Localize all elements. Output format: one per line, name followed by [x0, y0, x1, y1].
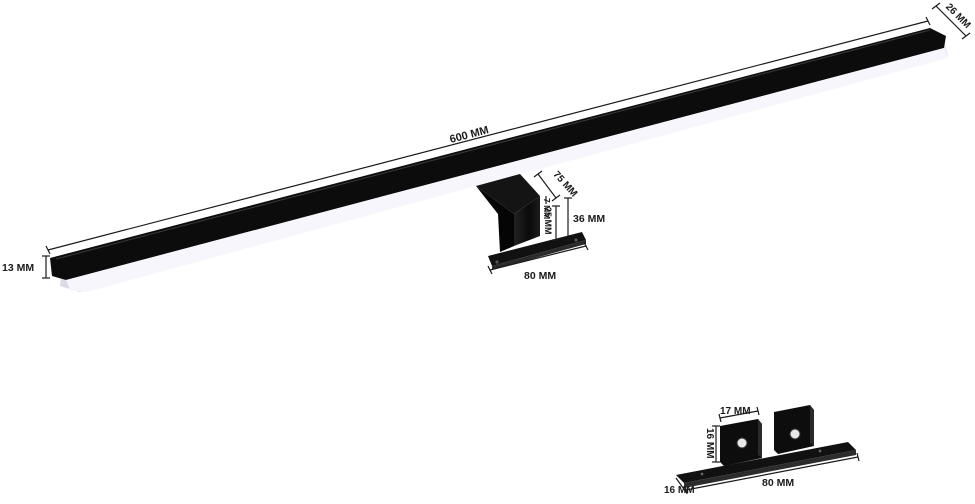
dim-detail-tab-width: 17 MM — [718, 406, 760, 423]
arm-side-face — [514, 196, 540, 246]
dim-length: 600 MM — [45, 16, 931, 255]
dim-arm-height: 25 MM — [543, 205, 560, 241]
dim-arm-small: 7 MM — [542, 196, 552, 219]
dim-depth-label: 26 MM — [943, 2, 972, 31]
dim-detail-tab-width-label: 17 MM — [720, 406, 751, 417]
dim-bracket-height-label: 36 MM — [573, 213, 605, 225]
dim-arm-length-label: 75 MM — [551, 169, 580, 199]
dim-arm-height-label: 25 MM — [543, 207, 553, 235]
dim-detail-base-depth-label: 16 MM — [664, 485, 695, 496]
dim-arm-small-label: 7 MM — [542, 198, 552, 219]
detail-base-plate — [676, 442, 856, 483]
dim-height: 13 MM — [2, 255, 50, 279]
dim-height-label: 13 MM — [2, 262, 34, 274]
dim-bracket-width: 80 MM — [487, 241, 589, 282]
dim-detail-tab-height: 16 MM — [704, 425, 720, 463]
bracket-base-plate — [488, 232, 586, 266]
bracket-detail — [676, 405, 856, 488]
led-bar-lamp — [50, 28, 948, 292]
dim-detail-base-depth: 16 MM — [664, 477, 695, 496]
dim-length-label: 600 MM — [448, 124, 489, 146]
detail-tab-left-hole — [736, 437, 748, 449]
dim-arm-length: 75 MM — [533, 169, 580, 202]
mounting-bracket — [476, 174, 586, 270]
dim-bracket-height: 36 MM — [564, 197, 605, 241]
dim-detail-tab-height-label: 16 MM — [704, 428, 715, 459]
dim-detail-base-width-label: 80 MM — [762, 477, 794, 489]
detail-tab-right-hole — [789, 428, 801, 440]
arm-front-face — [476, 186, 514, 252]
dim-detail-base-width: 80 MM — [684, 452, 860, 495]
dim-bracket-width-label: 80 MM — [524, 270, 556, 282]
lamp-light-strip — [66, 48, 948, 292]
lamp-housing — [50, 28, 946, 280]
arm-top-face — [476, 174, 540, 214]
